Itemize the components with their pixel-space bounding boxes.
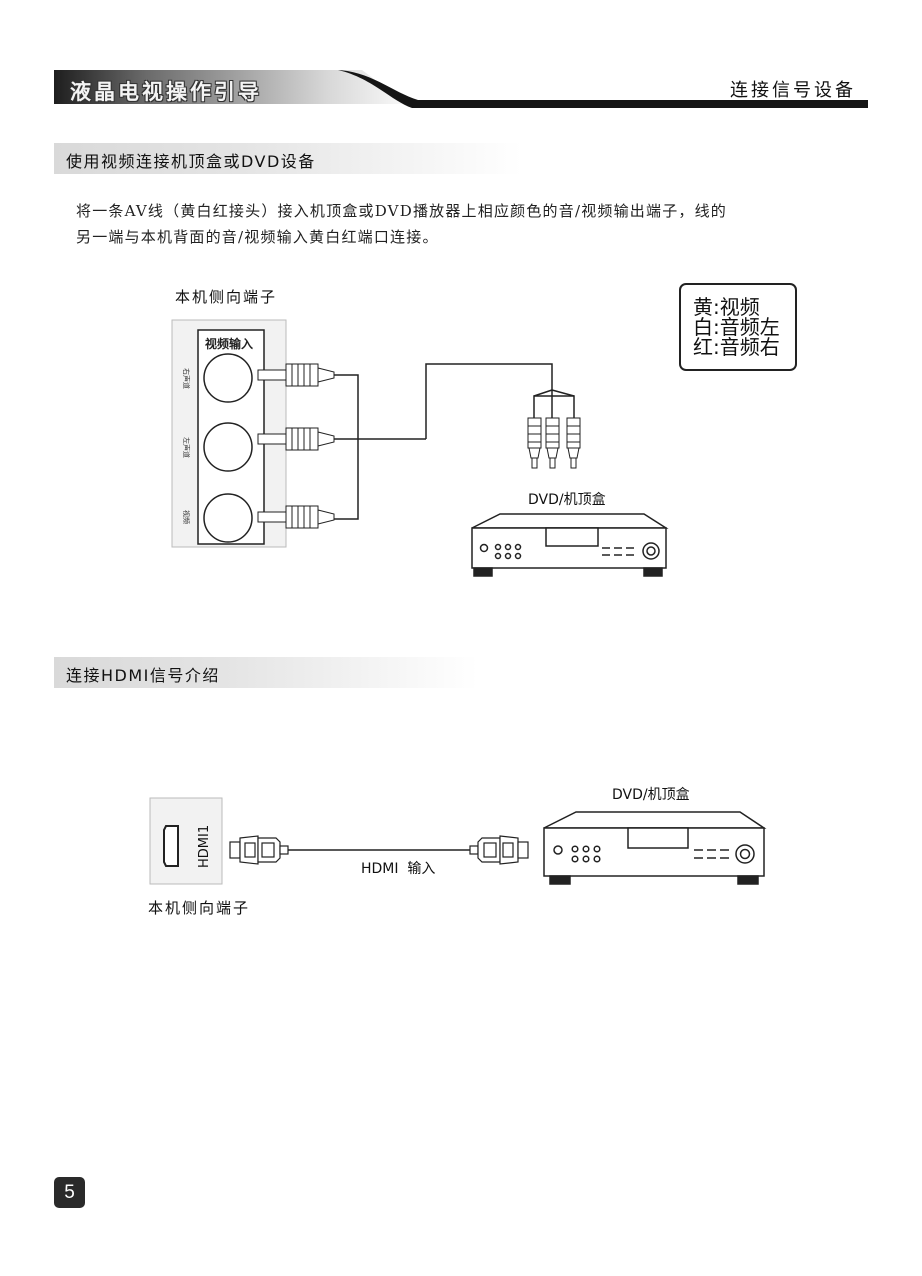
hdmi-cable-label: HDMI 输入 [361,861,435,877]
jack-left-audio [203,422,253,472]
header-title-band [54,70,420,104]
av-dvd-player [471,513,669,577]
paragraph-line-1: 将一条AV线（黄白红接头）接入机顶盒或DVD播放器上相应颜色的音/视频输出端子，… [76,202,727,220]
rca-plugs-bundle [527,417,581,469]
legend-red: 红:音频右 [693,335,780,359]
jack-right-audio [203,353,253,403]
page-number: 5 [54,1177,85,1208]
hdmi-panel-label: 本机侧向端子 [148,899,251,917]
legend-white: 白:音频左 [693,315,780,339]
section-hdmi-heading: 连接HDMI信号介绍 [66,666,220,685]
av-connection-diagram: 视频输入 右声道 左声道 视频 [171,319,669,577]
hdmi-plug-right [469,835,529,865]
hdmi-connection-diagram: HDMI1 HDMI 输入 DVD/机顶盒 [149,786,767,885]
header-swoosh [338,70,868,108]
jack-label-video: 视频 [182,510,191,524]
av-plug-2 [257,427,335,451]
hdmi-port-label: HDMI1 [197,825,212,868]
legend-yellow: 黄:视频 [693,295,760,319]
header-band [54,70,868,108]
jack-label-left: 左声道 [182,437,191,458]
paragraph-line-2: 另一端与本机背面的音/视频输入黄白红端口连接。 [76,228,439,246]
section-hdmi-bar [54,657,478,688]
header-title: 液晶电视操作引导 [70,79,262,104]
header-section-title: 连接信号设备 [730,80,856,101]
section-av-paragraph: 将一条AV线（黄白红接头）接入机顶盒或DVD播放器上相应颜色的音/视频输出端子，… [76,198,836,250]
hdmi-device-label: DVD/机顶盒 [612,786,690,803]
hdmi-dvd-player [543,811,767,885]
color-legend: 黄:视频 白:音频左 红:音频右 [679,283,797,371]
jack-video [203,493,253,543]
hdmi-port [163,825,179,867]
av-plug-3 [257,505,335,529]
av-panel-heading: 视频输入 [205,336,253,351]
av-cable [334,363,575,520]
section-av-heading: 使用视频连接机顶盒或DVD设备 [66,152,316,171]
av-plug-1 [257,363,335,387]
hdmi-plug-left [229,835,289,865]
av-panel-label: 本机侧向端子 [175,288,278,306]
hdmi-side-panel [149,797,223,885]
jack-label-right: 右声道 [182,368,191,389]
av-device-label: DVD/机顶盒 [528,491,606,508]
section-av-bar [54,143,522,174]
